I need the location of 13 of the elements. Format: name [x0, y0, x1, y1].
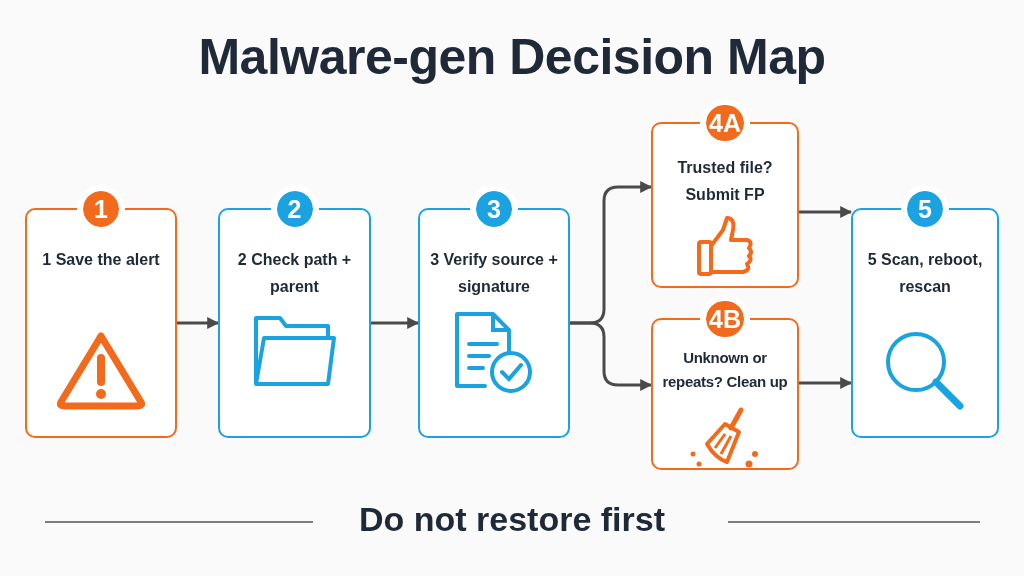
arrow — [371, 317, 420, 329]
step-label: 3 Verify source + signature — [429, 250, 559, 297]
arrow — [177, 317, 220, 329]
footer-note: Do not restore first — [358, 500, 665, 538]
arrow — [570, 321, 653, 391]
step-label: 5 Scan, reboot, rescan — [866, 250, 984, 297]
arrow — [799, 206, 853, 218]
arrow — [799, 377, 853, 389]
step-label: Unknown or repeats? Clean up — [661, 348, 789, 392]
diagram-title: Malware-gen Decision Map — [197, 28, 827, 86]
step-label: Trusted file? Submit FP — [676, 158, 774, 205]
step-label: 2 Check path + parent — [236, 250, 353, 297]
step-label: 1 Save the alert — [41, 250, 161, 270]
